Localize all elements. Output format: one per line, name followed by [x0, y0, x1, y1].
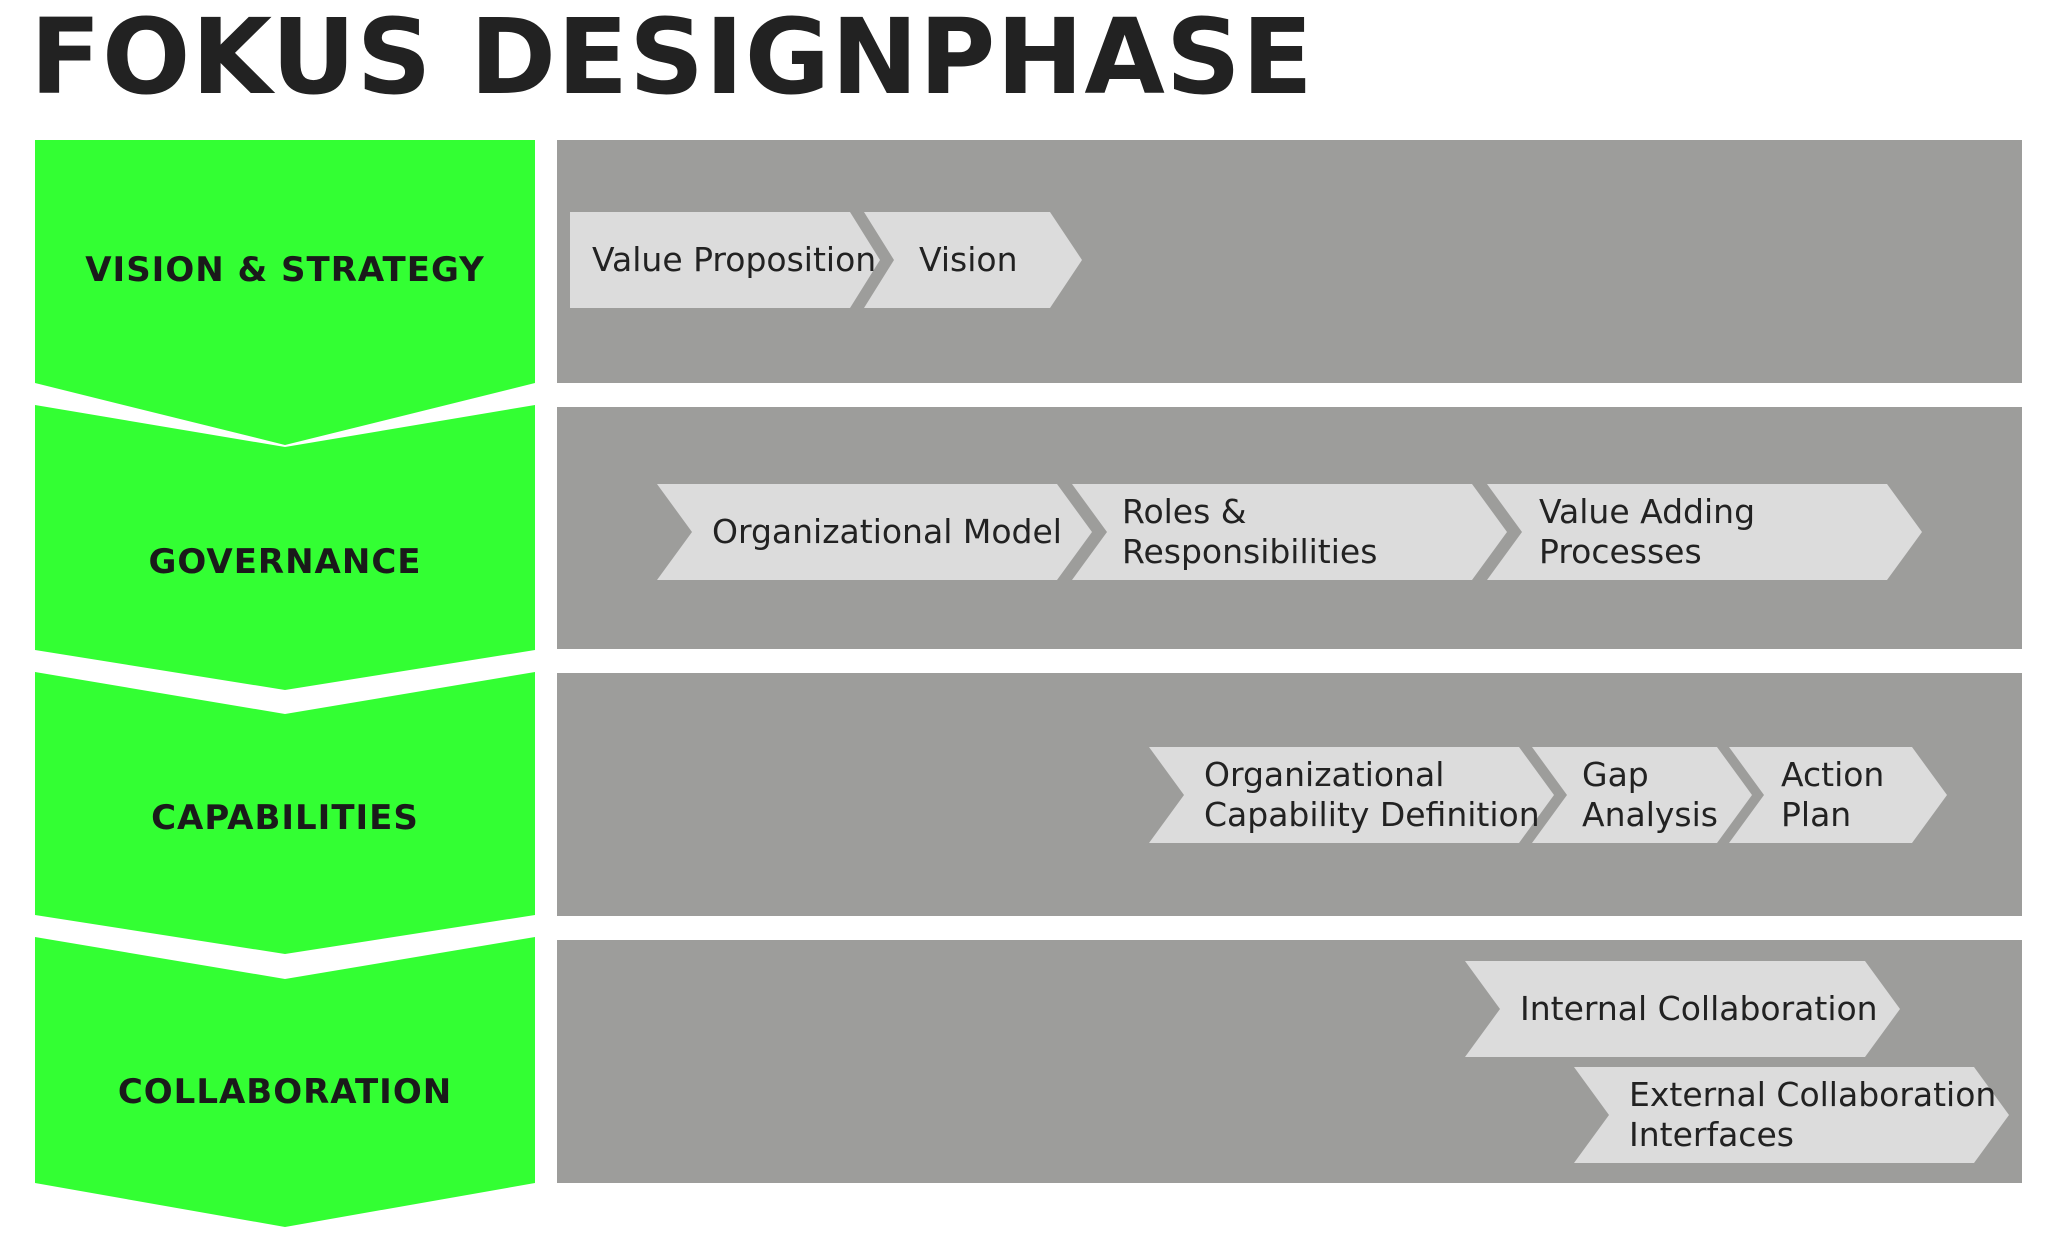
- diagram-title: FOKUS DESIGNPHASE: [30, 0, 1314, 118]
- phase-governance: GOVERNANCE: [35, 405, 535, 720]
- step-chevron-shape: [1465, 961, 1900, 1057]
- step-label: Value Adding Processes: [1539, 492, 1756, 571]
- phase-label: VISION & STRATEGY: [85, 250, 485, 290]
- step-external-collaboration-interfaces: External Collaboration Interfaces: [1574, 1067, 2009, 1163]
- step-label: Value Proposition: [592, 240, 877, 279]
- step-gap-analysis: Gap Analysis: [1532, 747, 1752, 843]
- step-chevron-shape: [1532, 747, 1752, 843]
- phase-collaboration: COLLABORATION: [35, 937, 535, 1242]
- step-chevron-shape: [1729, 747, 1947, 843]
- phase-vision-strategy: VISION & STRATEGY: [35, 140, 535, 455]
- step-label: Vision: [919, 240, 1018, 279]
- step-label: Internal Collaboration: [1520, 989, 1878, 1028]
- step-label: Organizational Model: [712, 512, 1062, 551]
- phase-label: CAPABILITIES: [151, 798, 419, 838]
- step-internal-collaboration: Internal Collaboration: [1465, 961, 1900, 1057]
- phase-label: COLLABORATION: [117, 1072, 453, 1112]
- step-chevron-shape: [570, 212, 880, 308]
- step-chevron-shape: [864, 212, 1082, 308]
- phase-chevron-shape: [35, 937, 535, 1227]
- step-action-plan: Action Plan: [1729, 747, 1947, 843]
- panel-vision-strategy: Value Proposition Vision: [557, 140, 2022, 383]
- phase-capabilities: CAPABILITIES: [35, 672, 535, 987]
- panel-collaboration: Internal Collaboration External Collabor…: [557, 940, 2022, 1183]
- step-vision: Vision: [864, 212, 1082, 308]
- phase-chevron-shape: [35, 405, 535, 690]
- panel-governance: Organizational Model Roles & Responsibil…: [557, 407, 2022, 649]
- step-chevron-shape: [657, 484, 1092, 580]
- phase-chevron-shape: [35, 140, 535, 445]
- step-roles-responsibilities: Roles & Responsibilities: [1072, 484, 1507, 580]
- step-value-proposition: Value Proposition: [570, 212, 880, 308]
- panel-capabilities: Organizational Capability Definition Gap…: [557, 673, 2022, 916]
- step-chevron-shape: [1072, 484, 1507, 580]
- step-label: Roles & Responsibilities: [1122, 492, 1378, 571]
- step-chevron-shape: [1574, 1067, 2009, 1163]
- step-label: Action Plan: [1781, 755, 1885, 834]
- step-value-adding-processes: Value Adding Processes: [1487, 484, 1922, 580]
- step-organizational-model: Organizational Model: [657, 484, 1092, 580]
- phase-label: GOVERNANCE: [148, 542, 422, 582]
- step-label: External Collaboration Interfaces: [1629, 1075, 1997, 1154]
- step-label: Organizational Capability Definition: [1204, 755, 1540, 834]
- step-chevron-shape: [1487, 484, 1922, 580]
- phase-chevron-shape: [35, 672, 535, 954]
- step-chevron-shape: [1149, 747, 1554, 843]
- step-label: Gap Analysis: [1582, 755, 1718, 834]
- step-organizational-capability-definition: Organizational Capability Definition: [1149, 747, 1554, 843]
